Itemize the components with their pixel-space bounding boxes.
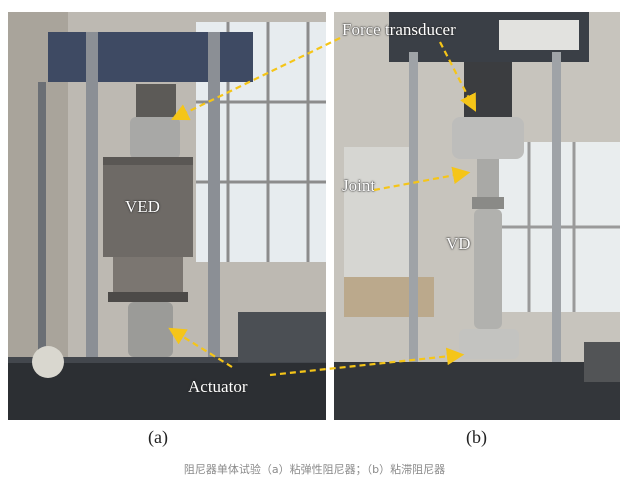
joint-label: Joint [342, 176, 376, 195]
ved-label: VED [125, 197, 160, 216]
figure-caption: 阻尼器单体试验（a）粘弹性阻尼器；（b）粘滞阻尼器 [183, 463, 446, 476]
vd-label: VD [446, 234, 471, 253]
actuator-label: Actuator [188, 377, 248, 396]
photo-a-illustration [8, 12, 326, 420]
sublabel-b: (b) [466, 427, 487, 447]
photo-ved-test: VED Actuator [8, 12, 326, 420]
photo-vd-test: Force transducer Joint VD [334, 12, 620, 420]
force-transducer-label: Force transducer [342, 20, 456, 39]
photo-b-illustration [334, 12, 620, 420]
sublabel-a: (a) [148, 427, 168, 447]
